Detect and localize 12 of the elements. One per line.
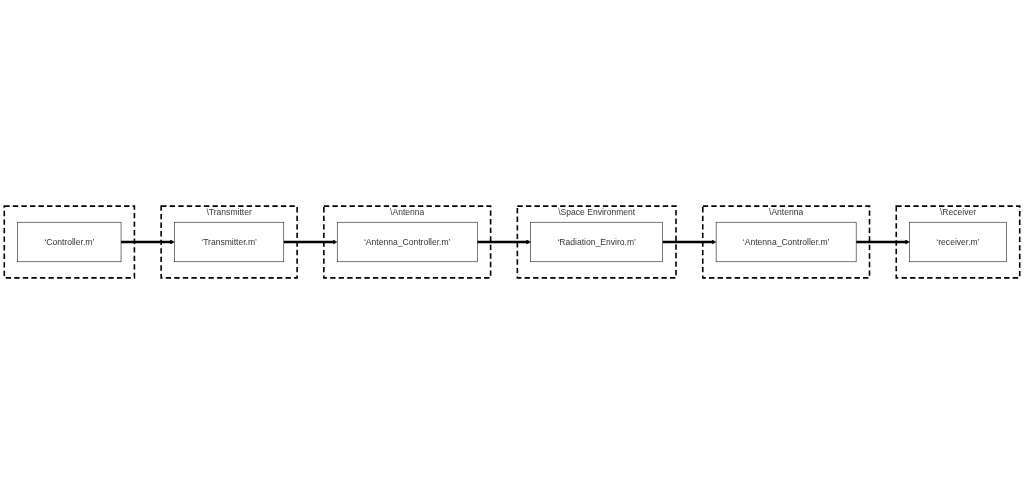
arrow: [283, 239, 338, 245]
arrow: [662, 239, 717, 245]
arrow: [121, 239, 175, 245]
node-box: ‘Antenna_Controller.m’: [336, 221, 478, 263]
node-box: ‘Controller.m’: [17, 221, 122, 263]
node-box: ‘Transmitter.m’: [174, 221, 284, 263]
node-box: ‘Radiation_Enviro.m’: [530, 221, 663, 263]
arrow: [477, 239, 531, 245]
arrow: [856, 239, 910, 245]
node-box: ‘Antenna_Controller.m’: [715, 221, 857, 263]
node-box: ‘receiver.m’: [909, 221, 1007, 263]
cluster: [3, 205, 136, 279]
